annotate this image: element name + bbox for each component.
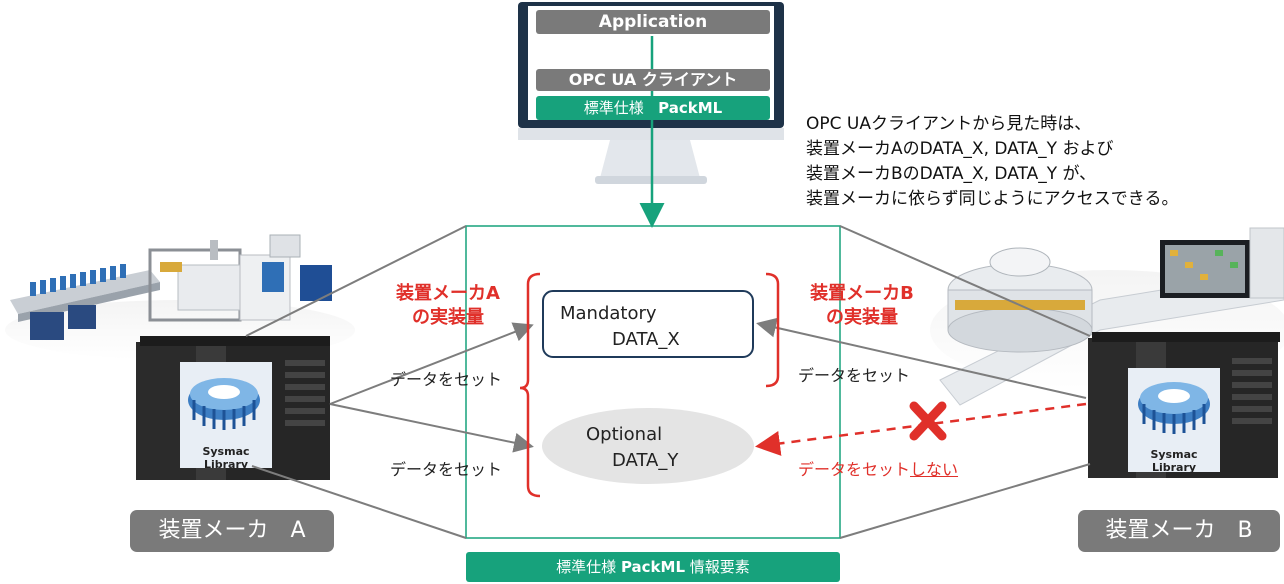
maker-a-arrows (329, 322, 534, 453)
sysmac-library-a-icon (188, 378, 260, 430)
note-line: OPC UAクライアントから見た時は、 (806, 114, 1092, 134)
note-line: 装置メーカに依らず同じようにアクセスできる。 (806, 189, 1179, 209)
maker-b-set-x-label: データをセット (798, 366, 911, 385)
maker-b-not-set-label: データをセットしない (798, 460, 959, 479)
maker-b-badge: 装置メーカ B (1078, 510, 1280, 552)
optional-ellipse (542, 408, 754, 484)
mandatory-title: Mandatory (560, 303, 657, 324)
brackets (519, 272, 780, 498)
maker-b-arrow (756, 317, 1087, 399)
note-line: 装置メーカBのDATA_X, DATA_Y が、 (806, 164, 1097, 184)
maker-a-set-x-label: データをセット (390, 370, 503, 389)
mandatory-item: DATA_X (612, 329, 680, 350)
sysmac-library-b-label: Sysmac Library (1150, 448, 1198, 474)
connector-lines (245, 225, 1091, 539)
sysmac-library-a-label: Sysmac Library (202, 445, 250, 471)
packml-standard-label: 標準仕様 PackML (536, 96, 770, 120)
maker-a-impl-label: 装置メーカA の実装量 (396, 283, 500, 328)
maker-b-impl-label: 装置メーカB の実装量 (810, 283, 914, 328)
mandatory-box (542, 290, 754, 358)
packml-info-elements-label: 標準仕様 PackML 情報要素 (466, 552, 840, 582)
note-line: 装置メーカAのDATA_X, DATA_Y および (806, 139, 1114, 159)
application-label: Application (536, 10, 770, 34)
maker-a-badge: 装置メーカ A (130, 510, 334, 552)
optional-title: Optional (586, 424, 663, 445)
sysmac-library-b-icon (1138, 382, 1210, 434)
maker-a-set-y-label: データをセット (390, 460, 503, 479)
cross-icon (909, 401, 947, 441)
opcua-client-label: OPC UA クライアント (536, 69, 770, 91)
access-note: OPC UAクライアントから見た時は、 装置メーカAのDATA_X, DATA_… (806, 112, 1178, 212)
packml-info-box (465, 225, 841, 539)
optional-item: DATA_Y (612, 450, 679, 471)
